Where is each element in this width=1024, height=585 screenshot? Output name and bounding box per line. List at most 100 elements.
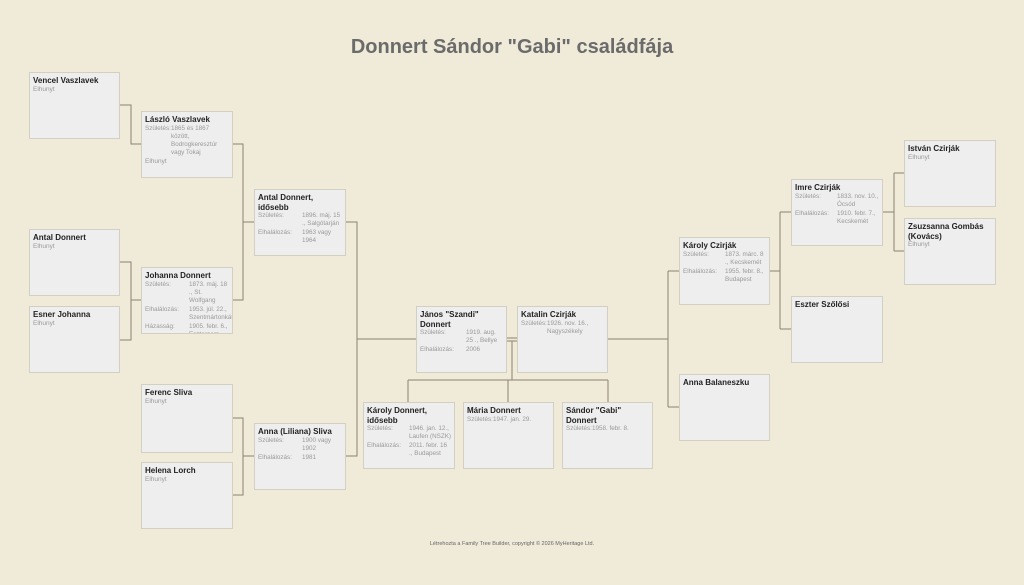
person-name: Antal Donnert — [33, 233, 86, 242]
person-status: Elhunyt — [145, 475, 167, 483]
person-name: István Czirják — [908, 144, 960, 153]
person-name: Károly Czirják — [683, 241, 737, 250]
connector-line — [233, 143, 244, 301]
person-fact: Elhalálozás:1963 vagy 1964 — [258, 229, 342, 245]
person-name: Helena Lorch — [145, 466, 196, 475]
connector-line — [120, 104, 141, 145]
person-name: Ferenc Sliva — [145, 388, 193, 397]
fact-value: 1919. aug. 25 ., Bellye — [466, 329, 498, 344]
person-fact: Születés:1958. febr. 8. — [566, 425, 649, 433]
person-fact: Születés: 1919. aug. 25 ., Bellye — [420, 329, 503, 345]
person-name: János "Szandi" Donnert — [420, 310, 479, 329]
fact-value: 1873. márc. 8 ., Kecskemét — [725, 250, 764, 266]
fact-label: Elhalálozás: — [258, 453, 292, 461]
fact-label: Születés: — [795, 192, 821, 200]
person-name: Antal Donnert, idősebb — [258, 193, 314, 212]
person-name: Imre Czirják — [795, 183, 841, 192]
person-name: Károly Donnert, idősebb — [367, 406, 428, 425]
person-name: Johanna Donnert — [145, 271, 211, 280]
fact-value: 2011. febr. 16 ., Budapest — [409, 442, 448, 457]
person-status: Elhunyt — [908, 153, 930, 161]
person-fact: Elhalálozás:1953. júl. 22., Szentmártonk… — [145, 306, 232, 322]
fact-label: Születés: — [145, 280, 171, 288]
fact-label: Születés: — [467, 415, 493, 423]
fact-label: Születés: — [258, 436, 284, 444]
person-card[interactable]: Anna Balaneszku — [679, 374, 770, 441]
person-name: Vencel Vaszlavek — [33, 76, 99, 85]
person-card[interactable]: Zsuzsanna Gombás (Kovács)Elhunyt — [904, 218, 996, 285]
fact-label: Születés: — [420, 329, 446, 336]
person-name: Anna (Liliana) Sliva — [258, 427, 332, 436]
person-fact: Születés:1947. jan. 29. — [467, 416, 550, 424]
fact-value: 1946. jan. 12., Laufen (NSZK) — [409, 425, 451, 440]
fact-value: 2006 — [466, 346, 481, 353]
person-fact: Elhalálozás: 1955. febr. 8., Budapest — [683, 268, 766, 284]
fact-value: 1981 — [302, 453, 317, 461]
person-fact: Házasság: 1905. febr. 6., Esztergom — [145, 322, 229, 334]
fact-value: 1955. febr. 8., Budapest — [725, 267, 764, 283]
fact-value: 1896. máj. 15 ., Salgótarján — [302, 212, 341, 227]
fact-label: Születés: — [145, 124, 171, 132]
person-fact: Elhalálozás: 1981 — [258, 454, 342, 462]
fact-label: Elhalálozás: — [420, 346, 454, 353]
fact-label: Elhalálozás: — [367, 442, 401, 449]
person-name: Esner Johanna — [33, 310, 91, 319]
person-fact: Születés:1873. márc. 8 ., Kecskemét — [683, 251, 766, 267]
fact-label: Születés: — [521, 319, 547, 327]
copyright-footer: Létrehozta a Family Tree Builder, copyri… — [429, 541, 595, 547]
person-fact: Születés:1865 és 1867 között, Bodrogkere… — [145, 125, 229, 157]
person-name: Sándor "Gabi" Donnert — [566, 406, 622, 425]
person-fact: Elhalálozás: 2011. febr. 16 ., Budapest — [367, 442, 451, 458]
fact-label: Elhalálozás: — [683, 267, 717, 275]
person-name: Zsuzsanna Gombás (Kovács) — [908, 222, 984, 241]
fact-label: Házasság: — [145, 322, 175, 330]
person-name: Eszter Szőlősi — [795, 300, 850, 309]
connector-line — [120, 261, 132, 341]
person-status: Elhunyt — [33, 319, 55, 327]
fact-value: 1947. jan. 29. — [493, 415, 532, 423]
fact-value: 1910. febr. 7., Kecskemét — [837, 209, 876, 225]
person-fact: Elhalálozás: 2006 — [420, 346, 503, 354]
fact-value: 1905. febr. 6., Esztergom — [189, 322, 228, 334]
person-name: Mária Donnert — [467, 406, 521, 415]
person-fact: Születés:1926. nov. 16., Nagyszékely — [521, 320, 604, 336]
fact-value: 1953. júl. 22., Szentmártonkáta — [189, 305, 233, 321]
person-status: Elhunyt — [33, 85, 55, 93]
person-name: Anna Balaneszku — [683, 378, 750, 387]
fact-value: 1833. nov. 10., Ócsód — [837, 192, 879, 208]
person-fact: Születés:1900 vagy 1902 — [258, 437, 342, 453]
person-fact: Születés: 1833. nov. 10., Ócsód — [795, 193, 879, 209]
connector-line — [346, 221, 358, 457]
fact-value: 1958. febr. 8. — [592, 425, 629, 432]
person-fact: Születés: 1873. máj. 18 ., St. Wolfgang — [145, 281, 229, 305]
connector-line — [233, 417, 244, 496]
person-status: Elhunyt — [145, 397, 167, 405]
fact-value: 1865 és 1867 között, Bodrogkeresztúr vag… — [171, 124, 218, 156]
fact-value: 1873. máj. 18 ., St. Wolfgang — [189, 280, 228, 304]
person-fact: Születés: 1896. máj. 15 ., Salgótarján — [258, 212, 342, 228]
person-fact: Születés:1946. jan. 12., Laufen (NSZK) — [367, 425, 451, 441]
fact-label: Születés: — [258, 212, 284, 219]
fact-value: 1963 vagy 1964 — [302, 229, 332, 244]
person-fact: Elhalálozás:1910. febr. 7., Kecskemét — [795, 210, 879, 226]
fact-label: Születés: — [566, 425, 592, 432]
person-card[interactable]: Eszter Szőlősi — [791, 296, 883, 363]
